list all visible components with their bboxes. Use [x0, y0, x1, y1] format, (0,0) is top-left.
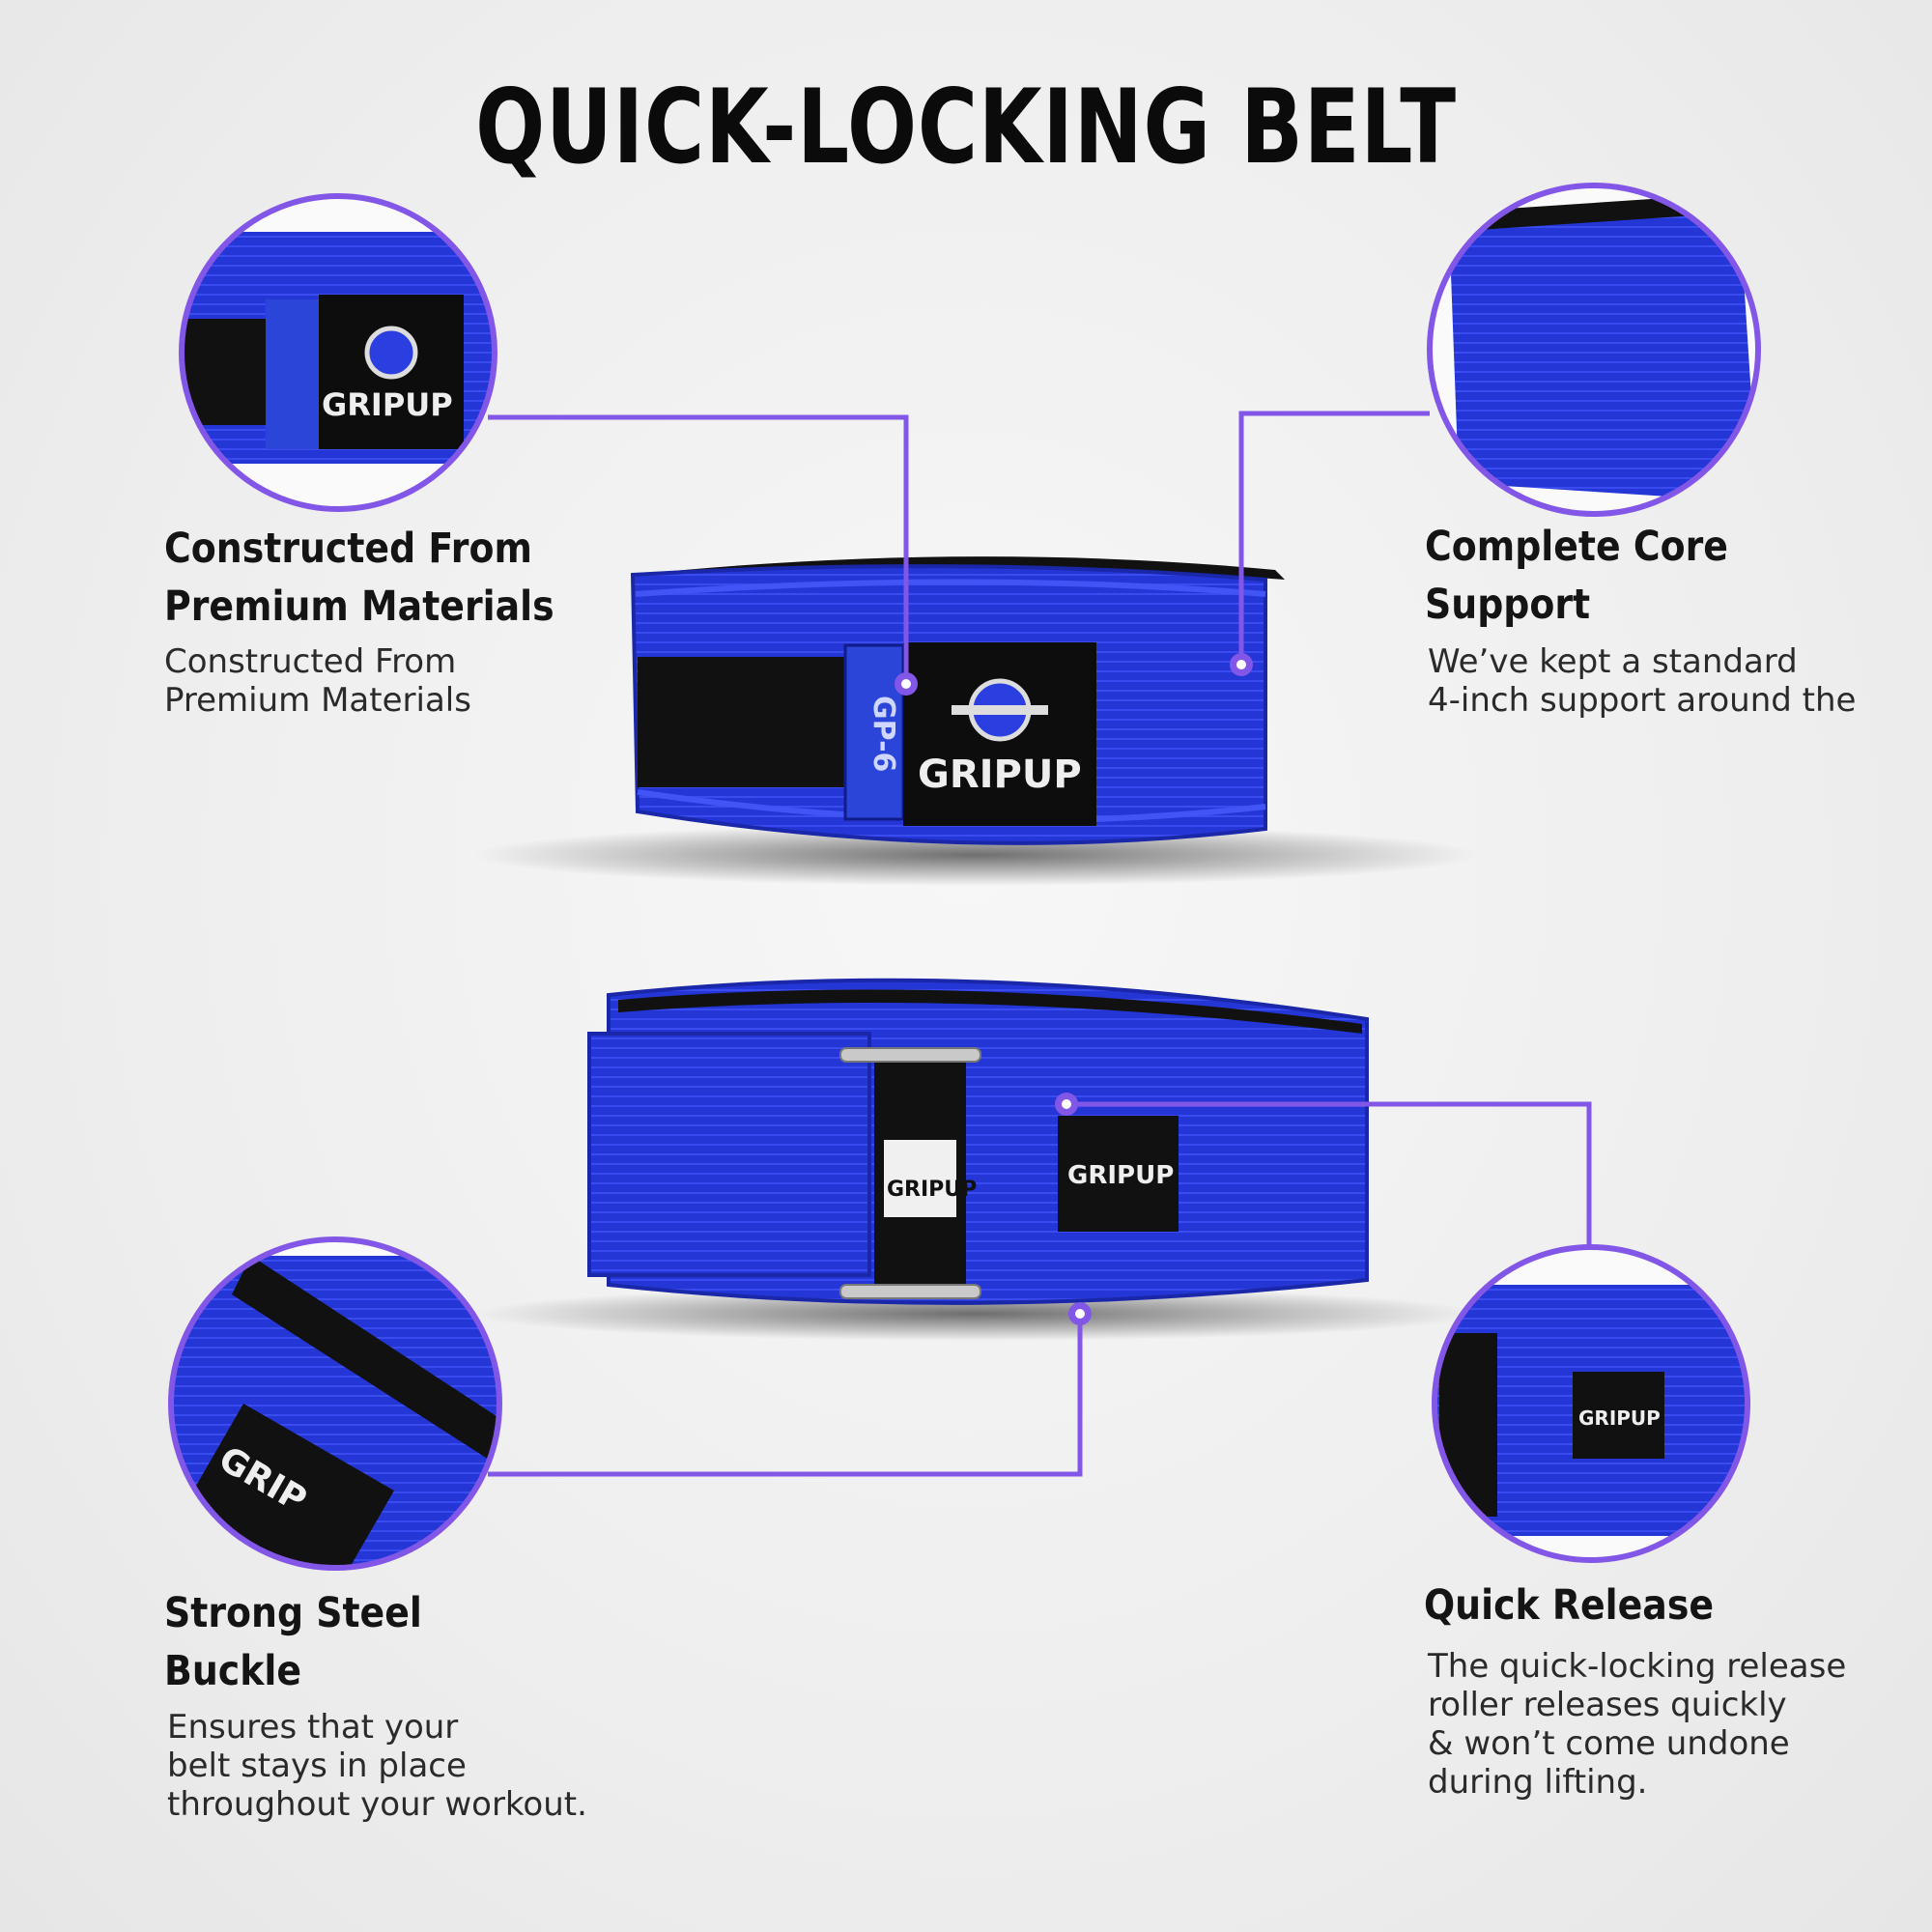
feature-body-core: We’ve kept a standard 4-inch support aro… [1428, 642, 1857, 720]
svg-text:GRIPUP: GRIPUP [1067, 1161, 1174, 1190]
callout-lines [488, 411, 1592, 1477]
svg-text:GRIPUP: GRIPUP [887, 1178, 977, 1202]
page-title: QUICK-LOCKING BELT [475, 68, 1457, 186]
bottom-belt: GRIPUP GRIPUP [473, 978, 1478, 1341]
zoom-circle-buckle: GRIP [168, 1236, 502, 1571]
feature-body-buckle: Ensures that your belt stays in place th… [167, 1708, 587, 1824]
feature-body-release: The quick-locking release roller release… [1428, 1647, 1847, 1802]
svg-text:GRIPUP: GRIPUP [918, 753, 1082, 797]
zoom-circle-core [1427, 183, 1761, 517]
callout-dots [895, 653, 1253, 1325]
zoom-circle-materials: GRIPUP [179, 193, 497, 512]
svg-text:GRIPUP: GRIPUP [1578, 1406, 1661, 1430]
model-tag-text: GP-6 [867, 696, 900, 772]
svg-text:GRIPUP: GRIPUP [322, 386, 453, 423]
feature-heading-release: Quick Release [1424, 1581, 1715, 1630]
zoom-circle-release: GRIPUP [1432, 1244, 1750, 1563]
feature-heading-core: Complete Core Support [1425, 523, 1728, 629]
feature-body-materials: Constructed From Premium Materials [164, 642, 471, 720]
top-belt: GP-6 GRIPUP [473, 556, 1478, 886]
feature-heading-buckle: Strong Steel Buckle [164, 1589, 422, 1695]
feature-heading-materials: Constructed From Premium Materials [164, 525, 554, 631]
